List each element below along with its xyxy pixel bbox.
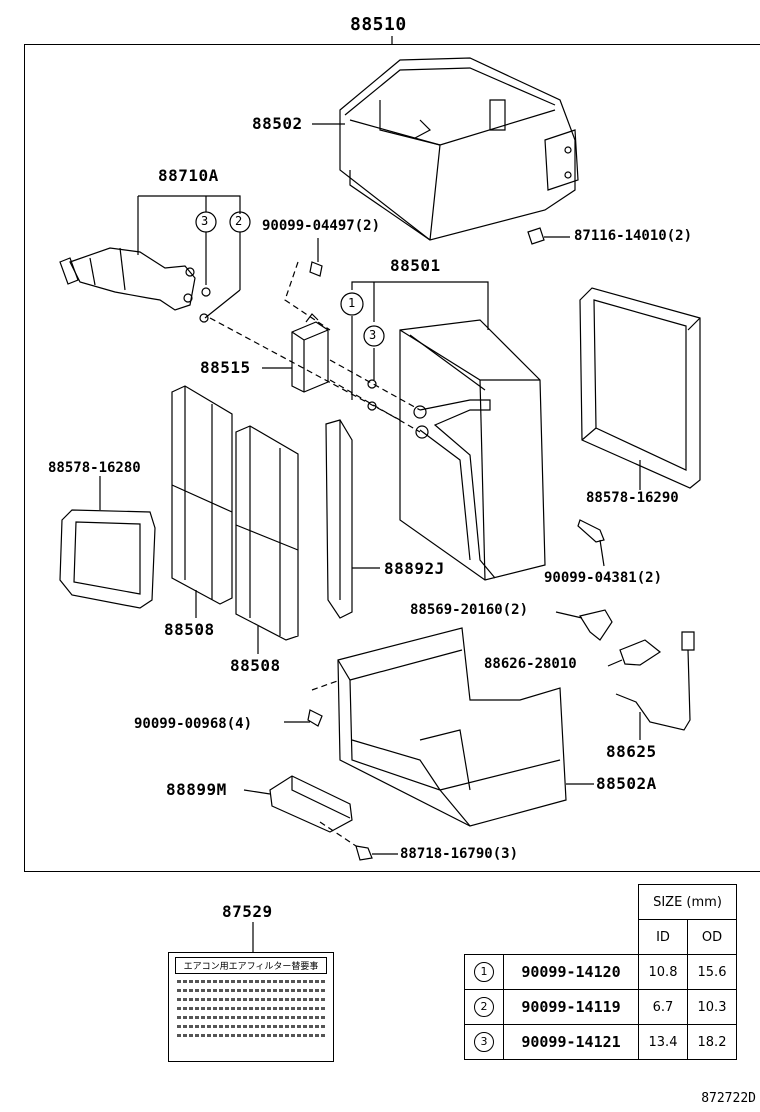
dash-line-e xyxy=(311,679,341,691)
label-88892J: 88892J xyxy=(384,559,445,578)
clip-88626-drawing xyxy=(619,639,662,666)
sticker-text-line xyxy=(177,1007,325,1010)
callout-3a-circle xyxy=(195,211,217,233)
label-87529: 87529 xyxy=(222,902,273,921)
oring-2 xyxy=(199,313,209,323)
row-part-number: 90099-14121 xyxy=(503,1024,639,1060)
filter-88508a-drawing xyxy=(171,385,233,605)
clip-88569-drawing xyxy=(579,609,613,641)
label-88501: 88501 xyxy=(390,256,441,275)
dash-line-a xyxy=(209,317,401,421)
row-number: 1 xyxy=(474,962,494,982)
sensor-88625-drawing xyxy=(615,631,695,731)
leader-04381 xyxy=(599,539,605,567)
leader-88626 xyxy=(607,659,623,667)
row-id: 10.8 xyxy=(638,954,688,990)
callout-1: 1 xyxy=(348,296,356,310)
row-part-number: 90099-14119 xyxy=(503,989,639,1025)
callout-2-circle xyxy=(229,211,251,233)
label-88515: 88515 xyxy=(200,358,251,377)
sticker-text-line xyxy=(177,989,325,992)
label-88508-front: 88508 xyxy=(164,620,215,639)
label-88502A: 88502A xyxy=(596,774,657,793)
row-od: 10.3 xyxy=(687,989,737,1025)
tube-88710A-drawing xyxy=(59,247,196,311)
callout-3a: 3 xyxy=(201,214,209,228)
dash-line-b xyxy=(284,261,331,331)
label-88710A: 88710A xyxy=(158,166,219,185)
sticker-text-line xyxy=(177,1016,325,1019)
oring-3b xyxy=(367,379,377,389)
label-90099-00968: 90099-00968(4) xyxy=(134,716,253,732)
sticker-text-line xyxy=(177,1034,325,1037)
resistor-88899M-drawing xyxy=(269,775,353,833)
leader-c2-b xyxy=(204,289,241,319)
label-assembly-88510: 88510 xyxy=(350,14,407,35)
label-90099-04381: 90099-04381(2) xyxy=(544,570,663,586)
callout-1-circle xyxy=(340,292,364,316)
row-number: 3 xyxy=(474,1032,494,1052)
row-part-number: 90099-14120 xyxy=(503,954,639,990)
valve-88515-drawing xyxy=(291,313,329,393)
dash-line-c xyxy=(329,359,421,411)
oring-3a xyxy=(201,287,211,297)
label-88899M: 88899M xyxy=(166,780,227,799)
filter-caution-sticker: エアコン用エアフィルター替要事 xyxy=(168,952,334,1062)
callout-3b: 3 xyxy=(369,328,377,342)
bolt-04497-drawing xyxy=(309,261,323,277)
callout-3b-circle xyxy=(363,325,385,347)
bolt-00968-drawing xyxy=(307,709,323,727)
upper-case-88502-drawing xyxy=(339,57,579,241)
bolt-04381-drawing xyxy=(577,519,605,543)
leader-88569 xyxy=(555,611,583,619)
label-88578-16280: 88578-16280 xyxy=(48,460,141,476)
label-88508-rear: 88508 xyxy=(230,656,281,675)
dash-line-d xyxy=(329,379,421,433)
leader-88710A xyxy=(137,195,241,255)
sticker-title: エアコン用エアフィルター替要事 xyxy=(175,957,327,974)
col-od-header: OD xyxy=(687,919,737,955)
row-id: 6.7 xyxy=(638,989,688,1025)
seal-88578-16280-drawing xyxy=(59,509,156,609)
size-header: SIZE (mm) xyxy=(638,884,737,920)
row-od: 18.2 xyxy=(687,1024,737,1060)
sticker-text-line xyxy=(177,980,325,983)
label-88625: 88625 xyxy=(606,742,657,761)
sticker-text-line xyxy=(177,998,325,1001)
figure-code: 872722D xyxy=(701,1091,756,1106)
label-88569-20160: 88569-20160(2) xyxy=(410,602,529,618)
row-number: 2 xyxy=(474,997,494,1017)
col-id-header: ID xyxy=(638,919,688,955)
label-88626-28010: 88626-28010 xyxy=(484,656,577,672)
sticker-text-line xyxy=(177,1025,325,1028)
callout-2: 2 xyxy=(235,214,243,228)
label-87116-14010: 87116-14010(2) xyxy=(574,228,693,244)
screw-88718-drawing xyxy=(355,845,373,861)
label-90099-04497: 90099-04497(2) xyxy=(262,218,381,234)
leader-88501 xyxy=(351,281,489,330)
table-row: 1 90099-14120 10.8 15.6 xyxy=(464,954,737,990)
seal-88578-16290-drawing xyxy=(579,287,701,489)
lower-case-88502A-drawing xyxy=(337,627,567,827)
oring-size-table: SIZE (mm) ID OD 1 90099-14120 10.8 15.6 … xyxy=(464,884,737,1060)
label-88578-16290: 88578-16290 xyxy=(586,490,679,506)
label-88718-16790: 88718-16790(3) xyxy=(400,846,519,862)
row-od: 15.6 xyxy=(687,954,737,990)
dash-line-f xyxy=(319,821,357,847)
row-id: 13.4 xyxy=(638,1024,688,1060)
leader-88899M xyxy=(243,789,271,795)
table-row: 3 90099-14121 13.4 18.2 xyxy=(464,1024,737,1060)
label-88502: 88502 xyxy=(252,114,303,133)
assembly-frame xyxy=(24,44,760,872)
strip-88892J-drawing xyxy=(325,419,353,619)
evaporator-88501-drawing xyxy=(399,319,546,581)
filter-88508b-drawing xyxy=(235,425,299,641)
table-row: 2 90099-14119 6.7 10.3 xyxy=(464,989,737,1025)
clip-87116-drawing xyxy=(527,227,545,245)
